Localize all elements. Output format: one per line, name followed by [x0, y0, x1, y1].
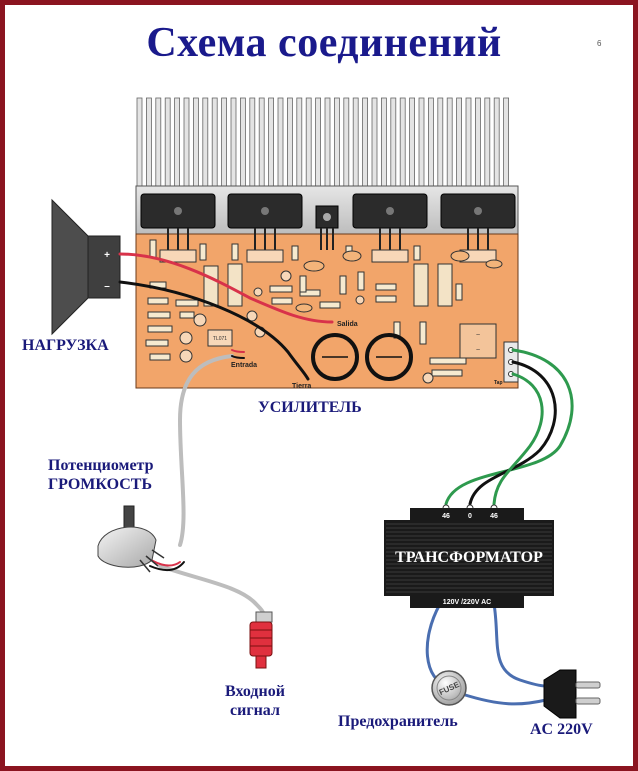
- mains-plug[interactable]: [543, 669, 601, 719]
- speaker-minus-label: –: [104, 281, 110, 292]
- svg-text:~: ~: [476, 332, 480, 339]
- driver-transistor: [315, 205, 339, 229]
- secondary-wire-left: [444, 348, 574, 506]
- chip-label: TL071: [213, 336, 227, 342]
- mains-label: AC 220V: [530, 721, 593, 738]
- transformer: ТРАНСФОРМАТОР 46 0 46 120V /220V AC: [384, 504, 554, 608]
- load-label: НАГРУЗКА: [22, 337, 109, 354]
- bridge-rectifier: ~ ~: [459, 323, 497, 359]
- svg-text:~: ~: [476, 347, 480, 354]
- transformer-tap-1: 46: [442, 513, 450, 520]
- fuse-label: Предохранитель: [338, 713, 458, 730]
- filter-capacitor-2: [365, 333, 413, 381]
- amplifier-board: ~ ~ TL071 Salida Entrada Tierra Tap: [135, 228, 519, 390]
- secondary-wire-center: [468, 360, 557, 506]
- transformer-label: ТРАНСФОРМАТОР: [395, 549, 543, 566]
- transformer-tap-2: 0: [468, 513, 472, 520]
- input-cable: [177, 354, 234, 547]
- potentiometer-label-line1: Потенциометр: [48, 457, 154, 474]
- opamp-chip: TL071: [207, 329, 233, 347]
- input-cable-to-rca: [158, 564, 266, 620]
- tap-label: Tap: [494, 380, 503, 386]
- power-transistor-1: [140, 193, 216, 229]
- input-signal-label-line2: сигнал: [230, 702, 280, 719]
- power-terminal: [503, 341, 519, 383]
- primary-wire-right: [492, 602, 548, 688]
- transformer-tap-3: 46: [490, 513, 498, 520]
- power-transistor-2: [227, 193, 303, 229]
- input-signal-label-line1: Входной: [225, 683, 285, 700]
- speaker: + –: [51, 198, 121, 336]
- potentiometer-label-line2: ГРОМКОСТЬ: [48, 476, 153, 493]
- power-transistor-3: [352, 193, 428, 229]
- rca-input-jack[interactable]: [249, 611, 273, 669]
- power-transistor-4: [440, 193, 516, 229]
- page-title: Схема соединений: [146, 20, 502, 66]
- amplifier-label: УСИЛИТЕЛЬ: [258, 399, 362, 416]
- heatsink-fins: [136, 97, 510, 189]
- page-number: 6: [597, 39, 602, 48]
- speaker-negative-wire: [118, 280, 310, 381]
- ground-label: Tierra: [292, 383, 311, 390]
- transformer-primary-label: 120V /220V AC: [443, 599, 491, 606]
- input-signal-label: Входной сигнал: [225, 682, 285, 720]
- primary-wire-fuse: [460, 692, 548, 706]
- speaker-positive-wire: [118, 252, 334, 324]
- heatsink: [135, 97, 519, 235]
- secondary-wire-right: [492, 372, 544, 506]
- input-label: Entrada: [231, 362, 257, 369]
- output-label: Salida: [337, 321, 358, 328]
- fuse: FUSE: [431, 670, 467, 706]
- wires: [118, 252, 574, 706]
- potentiometer-label: Потенциометр ГРОМКОСТЬ: [48, 456, 154, 494]
- speaker-plus-label: +: [104, 250, 110, 261]
- filter-capacitor-1: [311, 333, 359, 381]
- volume-potentiometer[interactable]: [97, 505, 165, 573]
